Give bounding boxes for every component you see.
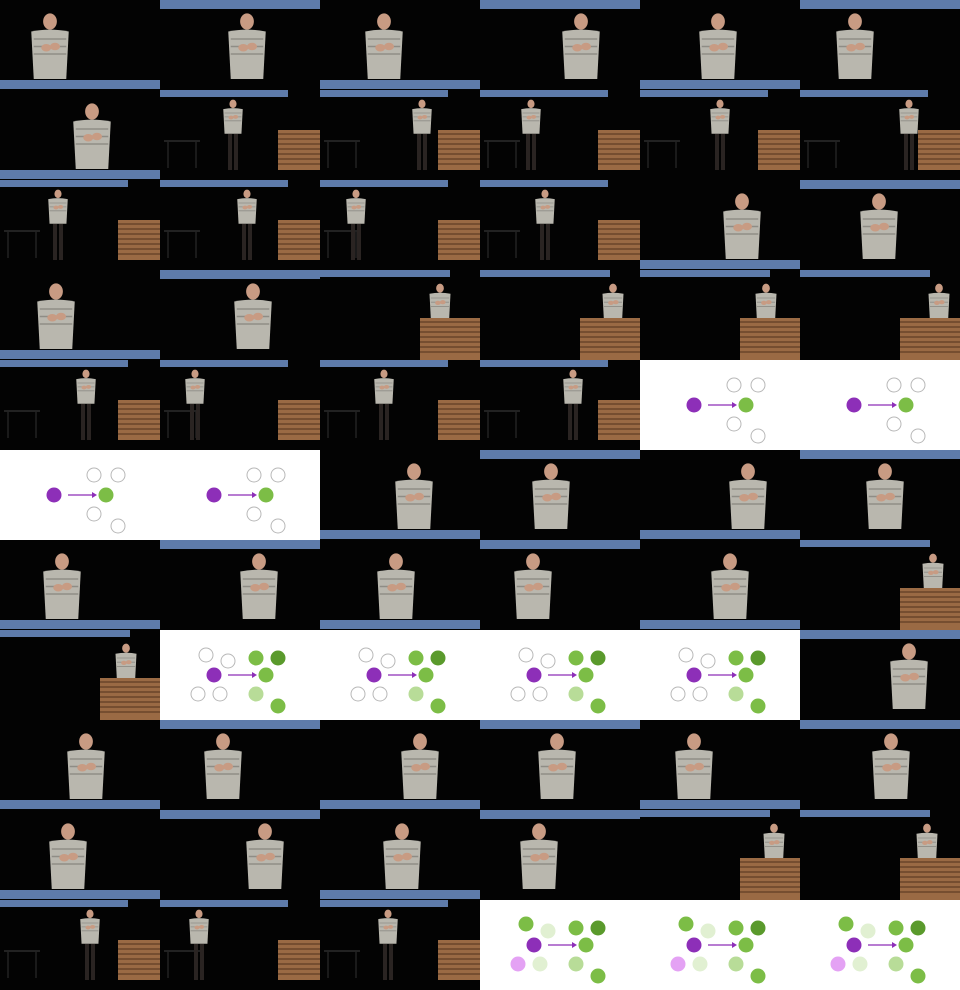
speaker-frame-thumbnail (800, 0, 960, 90)
speaker-frame-thumbnail (160, 540, 320, 630)
speaker-frame-thumbnail (320, 0, 480, 90)
speaker-frame-thumbnail (480, 90, 640, 180)
speaker-frame-thumbnail (160, 90, 320, 180)
speaker-frame-thumbnail (320, 90, 480, 180)
speaker-frame-thumbnail (160, 360, 320, 450)
speaker-frame-thumbnail (640, 720, 800, 810)
speaker-frame-thumbnail (0, 90, 160, 180)
speaker-frame-thumbnail (480, 270, 640, 360)
speaker-frame-thumbnail (480, 360, 640, 450)
speaker-frame-thumbnail (800, 540, 960, 630)
speaker-frame-thumbnail (320, 450, 480, 540)
slide-thumbnail (640, 630, 800, 720)
slide-thumbnail (0, 450, 160, 540)
speaker-frame-thumbnail (800, 630, 960, 720)
speaker-frame-thumbnail (640, 90, 800, 180)
speaker-frame-thumbnail (0, 540, 160, 630)
speaker-frame-thumbnail (480, 450, 640, 540)
speaker-frame-thumbnail (800, 90, 960, 180)
speaker-frame-thumbnail (160, 900, 320, 990)
speaker-frame-thumbnail (320, 180, 480, 270)
speaker-frame-thumbnail (0, 900, 160, 990)
slide-thumbnail (480, 900, 640, 990)
slide-thumbnail (800, 900, 960, 990)
speaker-frame-thumbnail (640, 0, 800, 90)
speaker-frame-thumbnail (480, 720, 640, 810)
speaker-frame-thumbnail (480, 0, 640, 90)
speaker-frame-thumbnail (320, 720, 480, 810)
speaker-frame-thumbnail (480, 180, 640, 270)
speaker-frame-thumbnail (640, 810, 800, 900)
speaker-frame-thumbnail (640, 180, 800, 270)
speaker-frame-thumbnail (320, 360, 480, 450)
speaker-frame-thumbnail (320, 900, 480, 990)
speaker-frame-thumbnail (800, 180, 960, 270)
slide-thumbnail (160, 630, 320, 720)
slide-thumbnail (320, 630, 480, 720)
speaker-frame-thumbnail (480, 810, 640, 900)
speaker-frame-thumbnail (0, 0, 160, 90)
speaker-frame-thumbnail (0, 630, 160, 720)
speaker-frame-thumbnail (800, 720, 960, 810)
slide-thumbnail (480, 630, 640, 720)
speaker-frame-thumbnail (0, 360, 160, 450)
slide-thumbnail (640, 360, 800, 450)
speaker-frame-thumbnail (640, 270, 800, 360)
speaker-frame-thumbnail (160, 270, 320, 360)
speaker-frame-thumbnail (800, 810, 960, 900)
speaker-frame-thumbnail (800, 450, 960, 540)
speaker-frame-thumbnail (0, 270, 160, 360)
speaker-frame-thumbnail (160, 0, 320, 90)
speaker-frame-thumbnail (320, 810, 480, 900)
speaker-frame-thumbnail (160, 180, 320, 270)
speaker-frame-thumbnail (0, 180, 160, 270)
speaker-frame-thumbnail (0, 810, 160, 900)
speaker-frame-thumbnail (0, 720, 160, 810)
speaker-frame-thumbnail (160, 810, 320, 900)
speaker-frame-thumbnail (640, 540, 800, 630)
speaker-frame-thumbnail (320, 540, 480, 630)
slide-thumbnail (800, 360, 960, 450)
slide-thumbnail (160, 450, 320, 540)
speaker-frame-thumbnail (320, 270, 480, 360)
speaker-frame-thumbnail (480, 540, 640, 630)
speaker-frame-thumbnail (640, 450, 800, 540)
speaker-frame-thumbnail (800, 270, 960, 360)
slide-thumbnail (640, 900, 800, 990)
speaker-frame-thumbnail (160, 720, 320, 810)
